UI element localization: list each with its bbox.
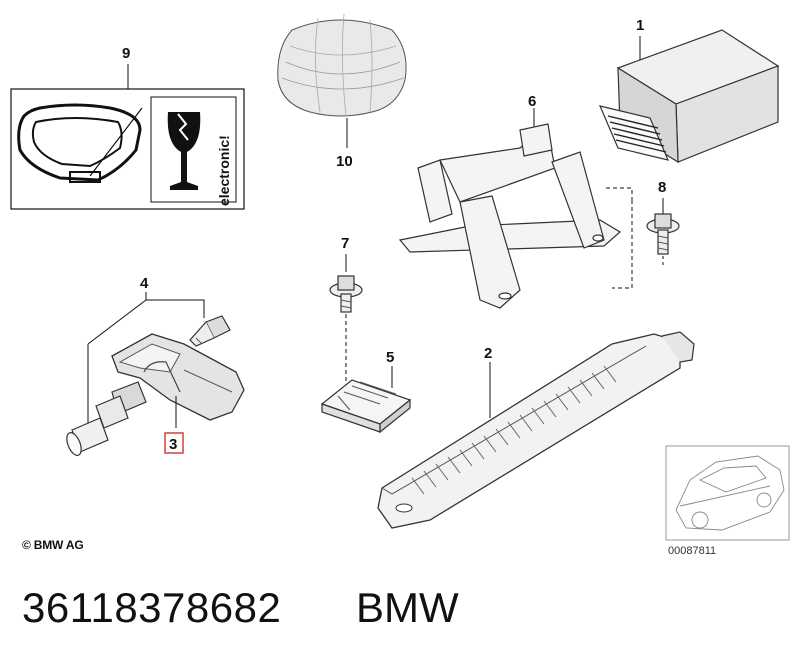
connector-pins [607, 115, 667, 153]
car-thumbnail[interactable] [665, 445, 790, 541]
car-outline-icon [675, 455, 785, 531]
callout-4[interactable]: 4 [140, 275, 149, 292]
part-3-tpms-sensor [66, 333, 245, 456]
callout-6[interactable]: 6 [528, 93, 536, 110]
thumbnail-code: 00087811 [668, 545, 716, 557]
part-10-foam-pad [277, 13, 407, 148]
callout-3-highlight-box [164, 432, 184, 454]
callout-3[interactable]: 3 [169, 436, 177, 453]
callout-5[interactable]: 5 [386, 349, 394, 366]
copyright-label: © BMW AG [22, 538, 84, 552]
callout-2[interactable]: 2 [484, 345, 492, 362]
callout-10[interactable]: 10 [336, 153, 353, 170]
tire-cross-section-icon [17, 103, 143, 183]
part-6-bracket [398, 108, 622, 309]
sticker-text: electronic! [216, 135, 232, 206]
strap-ribs [411, 365, 617, 495]
callout-9[interactable]: 9 [122, 45, 130, 62]
valve-bolt [189, 315, 231, 347]
part-5-clip [320, 366, 412, 434]
callout-1[interactable]: 1 [636, 17, 644, 34]
part-2-strap [377, 331, 695, 529]
part-4-assembly [87, 292, 231, 440]
part-8-bolt [606, 187, 680, 289]
callout-7[interactable]: 7 [341, 235, 349, 252]
fragile-glass-icon [167, 112, 201, 190]
part-number: 36118378682 [22, 584, 282, 631]
part-7-bolt [329, 254, 363, 388]
callout-8[interactable]: 8 [658, 179, 666, 196]
part-1-control-unit [598, 29, 780, 164]
brand-label: BMW [356, 584, 459, 631]
part-9-sticker: electronic! [10, 64, 245, 210]
